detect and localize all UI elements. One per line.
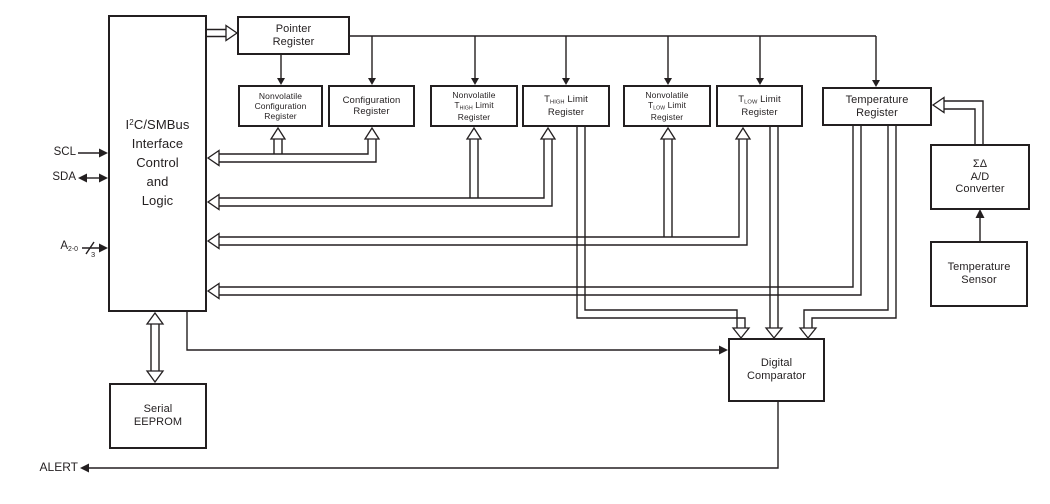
- bus-temperature-to-comparator: [798, 126, 897, 340]
- wire-address: [82, 241, 108, 255]
- bus-thigh-registers: [206, 126, 557, 211]
- bus-configuration-registers: [206, 126, 381, 167]
- wire-alert: [80, 402, 779, 473]
- bus-i2c-eeprom: [145, 311, 165, 384]
- bus-temperature-readback: [206, 126, 862, 300]
- wire-scl: [78, 148, 108, 158]
- bus-tlow-to-comparator: [764, 127, 784, 340]
- bus-adc-to-temperature-register: [931, 96, 984, 144]
- wire-pointer-distribution: [277, 35, 880, 87]
- bus-thigh-to-comparator: [576, 127, 751, 340]
- alert-pin-label: ALERT: [39, 460, 78, 474]
- sda-pin-label: SDA: [52, 171, 76, 183]
- bus-tlow-registers: [206, 126, 752, 250]
- scl-pin-label: SCL: [53, 146, 76, 158]
- address-bus-width-label: 3: [91, 250, 96, 259]
- address-pin-subscript: 2-0: [68, 246, 78, 254]
- address-pin-label: A2-0: [60, 240, 78, 254]
- wire-sensor-to-adc: [975, 209, 985, 241]
- bus-i2c-to-pointer: [207, 24, 239, 42]
- wire-sda: [78, 173, 108, 183]
- wire-i2c-to-comparator: [186, 312, 728, 355]
